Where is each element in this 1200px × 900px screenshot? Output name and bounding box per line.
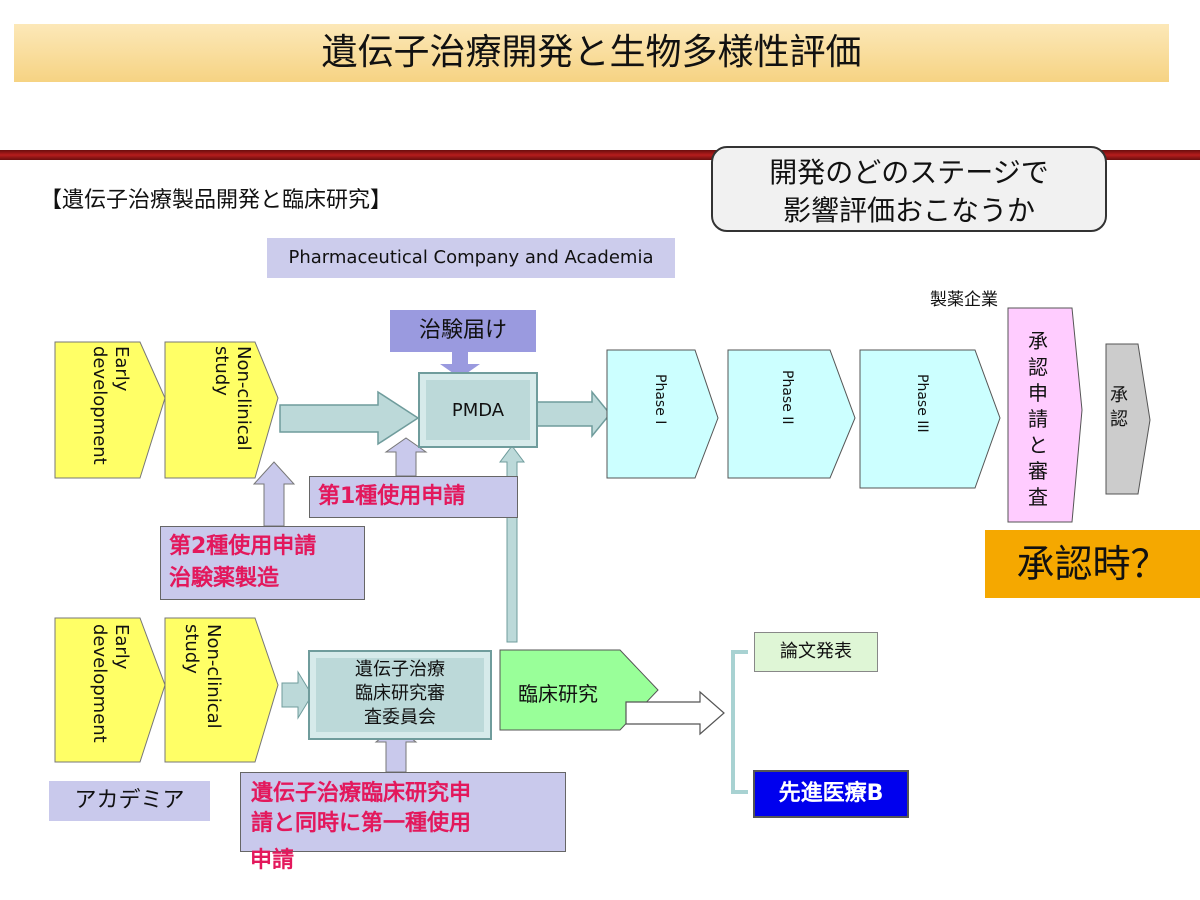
clinical-research-label: 臨床研究 <box>518 682 598 706</box>
nonclinical-study-box <box>164 341 279 479</box>
committee-line3: 査委員会 <box>364 707 436 728</box>
gene-therapy-review-committee-box: 遺伝子治療 臨床研究審 査委員会 <box>308 650 492 740</box>
title-band <box>14 24 1169 82</box>
committee-line2: 臨床研究審 <box>355 683 445 704</box>
advanced-medicine-b-box: 先進医療B <box>753 770 909 818</box>
simultaneous-application-box: 遺伝子治療臨床研究申 請と同時に第一種使用 <box>240 772 566 852</box>
paper-publication-box: 論文発表 <box>754 632 878 672</box>
callout-line-1: 開発のどのステージで <box>769 156 1049 189</box>
arrow-to-pmda <box>279 390 420 446</box>
arrow-chiken-down <box>440 352 480 378</box>
callout-line-2: 影響評価おこなうか <box>782 194 1035 227</box>
bottom-early-development-label: Early development <box>89 624 132 743</box>
section-label: 【遺伝子治療製品開発と臨床研究】 <box>40 188 393 213</box>
company-academia-label: Pharmaceutical Company and Academia <box>267 238 675 278</box>
arrow-to-committee <box>281 670 313 720</box>
approval-time-question: 承認時？ <box>985 530 1200 598</box>
type1-application-box: 第1種使用申請 <box>309 476 518 518</box>
academia-label: アカデミア <box>49 781 210 821</box>
phase1-box <box>606 349 719 479</box>
nonclinical-study-label: Non-clinical study <box>211 346 254 451</box>
arrow-to-phase1 <box>529 389 611 439</box>
type1-application-label: 第1種使用申請 <box>318 484 466 509</box>
review-box <box>1007 307 1083 523</box>
type2-application-line2: 治験薬製造 <box>169 566 280 591</box>
clinical-trial-notification-label: 治験届け <box>390 310 536 352</box>
type2-application-line1: 第2種使用申請 <box>169 534 317 559</box>
approval-box <box>1105 343 1151 495</box>
outcome-bracket <box>731 650 748 794</box>
early-development-label: Early development <box>89 346 132 465</box>
simultaneous-line2: 請と同時に第一種使用 <box>251 811 472 836</box>
phase3-box <box>859 349 1001 489</box>
bottom-early-development-box <box>54 617 166 763</box>
arrow-type1-up <box>384 437 428 477</box>
pmda-label: PMDA <box>451 399 505 421</box>
divider-rule <box>0 150 1200 160</box>
arrow-to-outcomes <box>625 690 725 736</box>
pmda-box: PMDA <box>418 372 538 448</box>
phase3-label: Phase III <box>914 374 930 433</box>
simultaneous-line3: 申請 <box>250 848 295 873</box>
early-development-box <box>54 341 166 479</box>
simultaneous-line1: 遺伝子治療臨床研究申 <box>251 781 472 806</box>
phase1-label: Phase I <box>652 374 668 425</box>
phase2-box <box>727 349 856 479</box>
approval-label: 承認 <box>1110 385 1128 430</box>
arrow-clinical-to-pmda <box>499 445 525 643</box>
bottom-nonclinical-study-box <box>164 617 279 763</box>
pharma-company-label: 製薬企業 <box>930 290 998 310</box>
stage-question-callout: 開発のどのステージで 影響評価おこなうか <box>711 146 1107 232</box>
phase2-label: Phase II <box>779 370 795 425</box>
page-title: 遺伝子治療開発と生物多様性評価 <box>321 32 862 73</box>
review-label: 承認申請と審査 <box>1028 329 1048 509</box>
committee-line1: 遺伝子治療 <box>355 659 445 680</box>
bottom-nonclinical-study-label: Non-clinical study <box>181 624 224 729</box>
type2-application-box: 第2種使用申請 治験薬製造 <box>160 526 365 600</box>
arrow-type2-up <box>252 461 296 527</box>
